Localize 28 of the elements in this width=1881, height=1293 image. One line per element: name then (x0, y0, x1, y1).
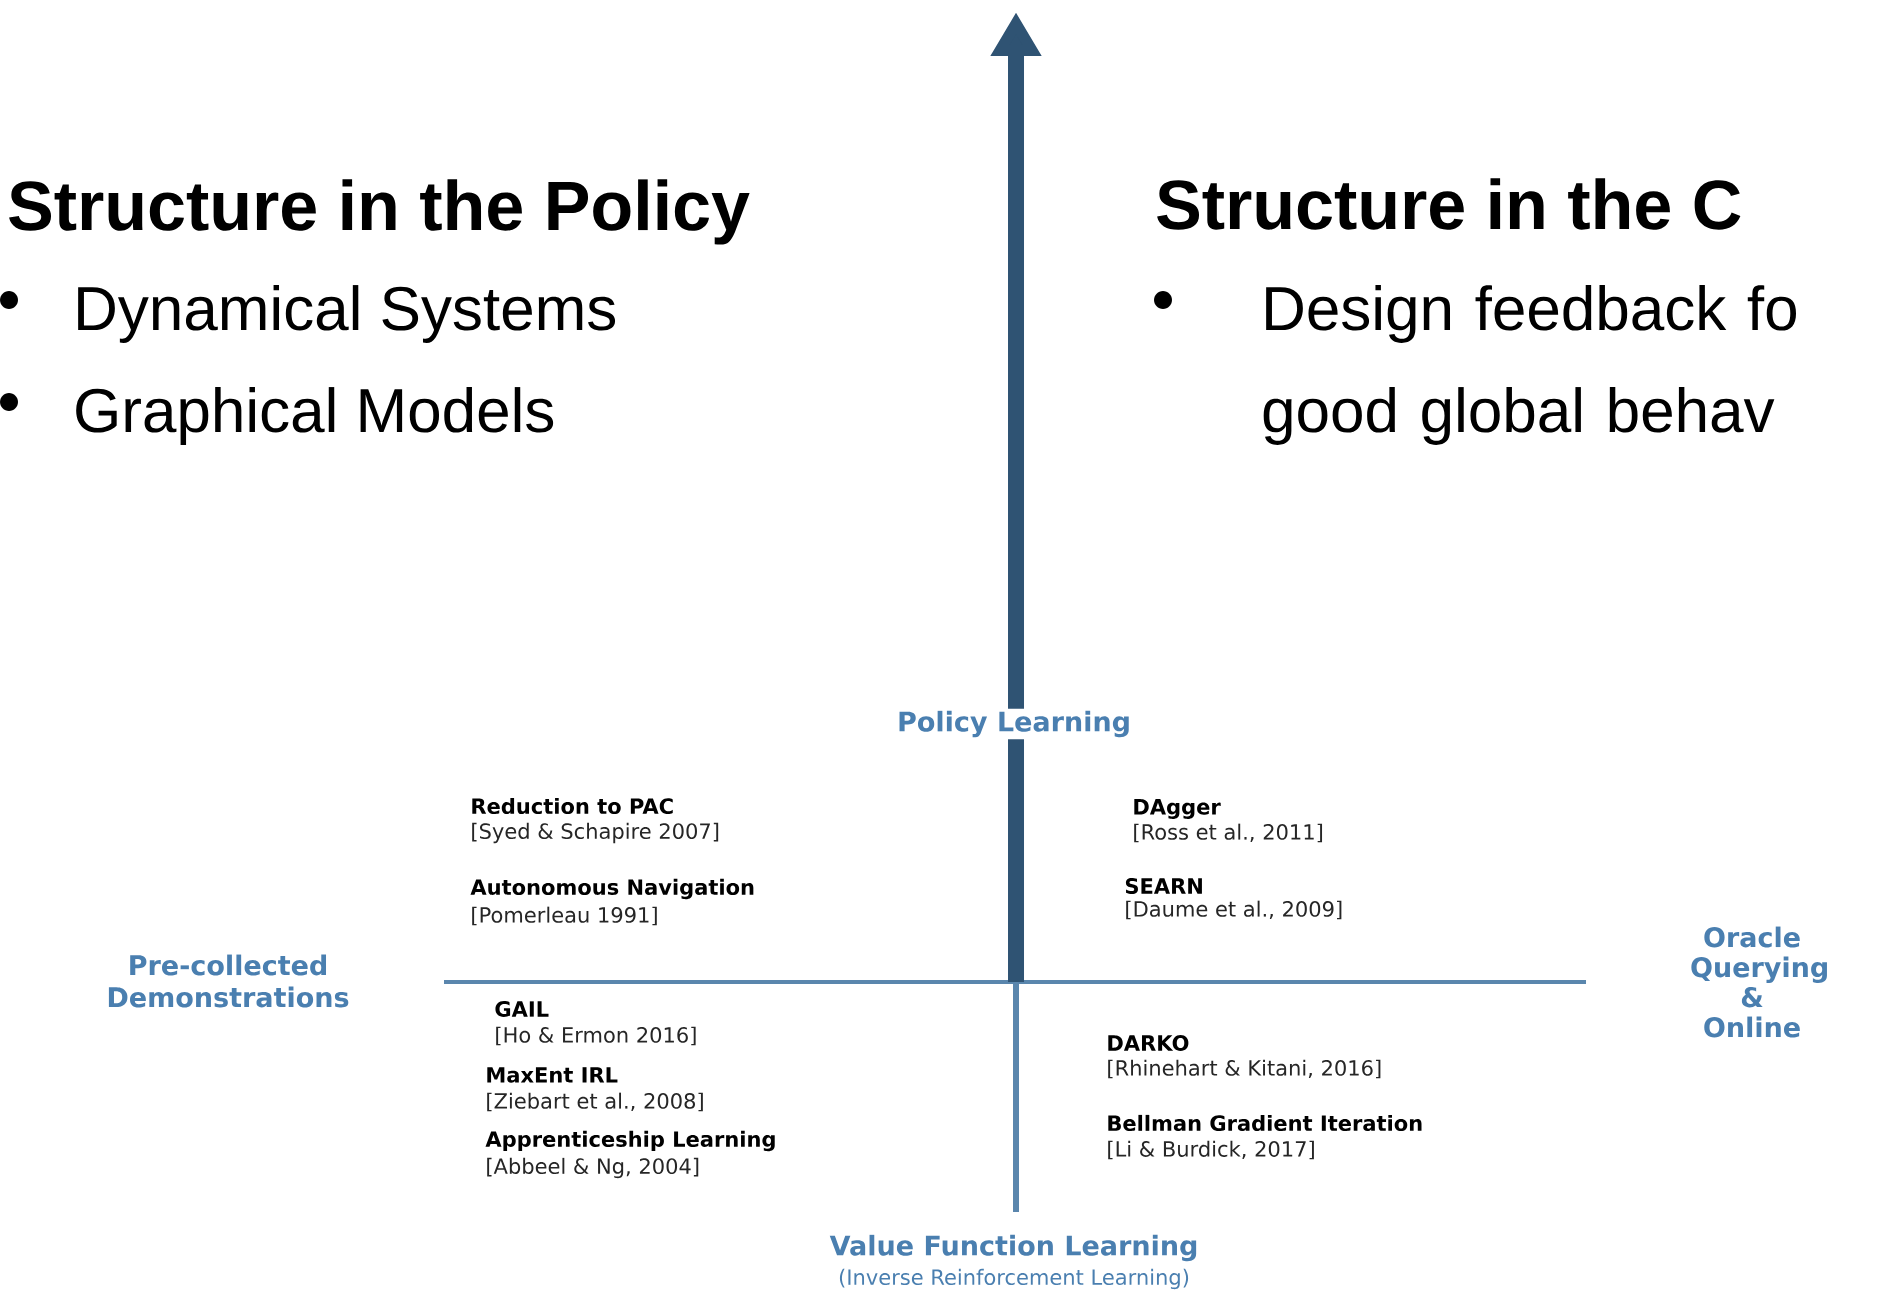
method-name: MaxEnt IRL (487, 1067, 618, 1083)
slide-heading: Structure in the Policy (9, 179, 750, 245)
citation: [Abbeel & Ng, 2004] (487, 1157, 699, 1179)
bullet-text: Dynamical Systems (78, 285, 616, 343)
slide-heading: Structure in the C (1157, 178, 1741, 230)
bullet-text: Design feedback fo good global behav (1263, 285, 1796, 445)
method-name: Apprenticeship Learning (485, 1130, 775, 1152)
method-name: Autonomous Navigation (470, 878, 754, 900)
citation: [Daume et al., 2009] (1126, 900, 1342, 920)
axis-label: Pre-collected Demonstrations (108, 954, 349, 1008)
citation: [Ross et al., 2011] (1134, 823, 1323, 843)
method-name: GAIL (495, 1001, 549, 1017)
citation: [Li & Burdick, 2017] (1108, 1140, 1314, 1160)
method-name: Bellman Gradient Iteration (1108, 1114, 1422, 1132)
method-name: SEARN (1125, 878, 1202, 894)
method-name: DARKO (1108, 1035, 1189, 1051)
axis-label: (Inverse Reinforcement Learning) (839, 1268, 1189, 1290)
citation: [Ziebart et al., 2008] (487, 1092, 703, 1112)
citation: [Rhinehart & Kitani, 2016] (1108, 1059, 1381, 1079)
axis-label: Value Function Learning (827, 1232, 1201, 1264)
method-name: DAgger (1134, 799, 1221, 819)
citation: [Pomerleau 1991] (472, 906, 657, 926)
axis-label: Oracle Querying & Online (1691, 926, 1827, 1038)
bullet-text: Graphical Models (76, 387, 554, 445)
citation: [Ho & Ermon 2016] (496, 1026, 696, 1046)
axis-label: Policy Learning (895, 708, 1133, 740)
citation: [Syed & Schapire 2007] (472, 822, 719, 844)
method-name: Reduction to PAC (472, 797, 673, 815)
